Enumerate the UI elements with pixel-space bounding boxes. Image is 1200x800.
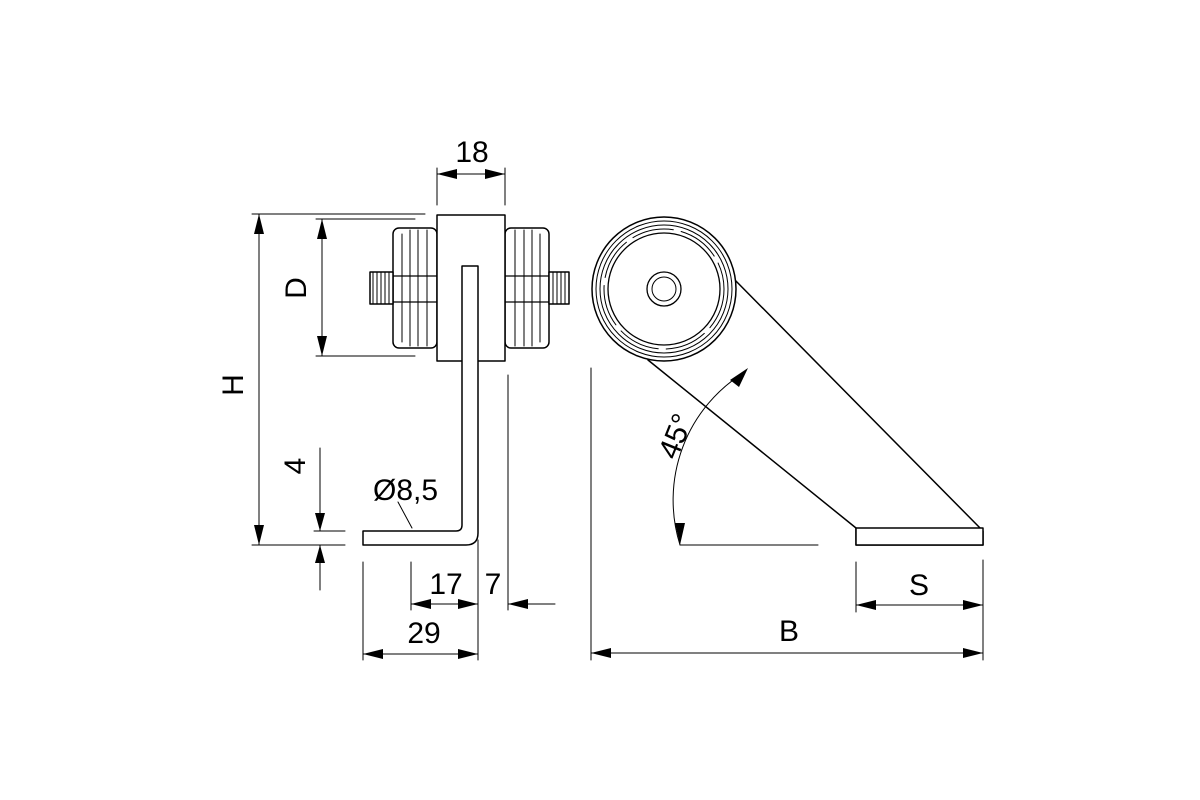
dim-7-label: 7 bbox=[485, 568, 502, 601]
dim-s-label: S bbox=[909, 569, 929, 602]
dim-29-label: 29 bbox=[407, 617, 440, 650]
dim-18-label: 18 bbox=[455, 136, 488, 169]
threaded-stud-right bbox=[548, 271, 570, 305]
hole-diameter-label: Ø8,5 bbox=[373, 474, 438, 507]
dim-b-label: B bbox=[779, 615, 799, 648]
roller-right-body bbox=[504, 227, 550, 349]
dim-17-label: 17 bbox=[429, 568, 462, 601]
side-dimensions bbox=[251, 167, 556, 661]
dim-4-label: 4 bbox=[279, 458, 312, 475]
base-foot bbox=[855, 527, 984, 546]
angle-45-label: 45° bbox=[652, 409, 700, 463]
front-dimensions bbox=[590, 367, 984, 661]
dim-d-label: D bbox=[280, 277, 313, 299]
threaded-stud-left bbox=[369, 271, 394, 305]
roller-wheel bbox=[591, 216, 737, 362]
front-view bbox=[591, 216, 984, 546]
dim-h-label: H bbox=[217, 374, 250, 396]
l-bracket bbox=[362, 265, 479, 546]
roller-left-body bbox=[392, 227, 438, 349]
side-view bbox=[362, 214, 570, 546]
